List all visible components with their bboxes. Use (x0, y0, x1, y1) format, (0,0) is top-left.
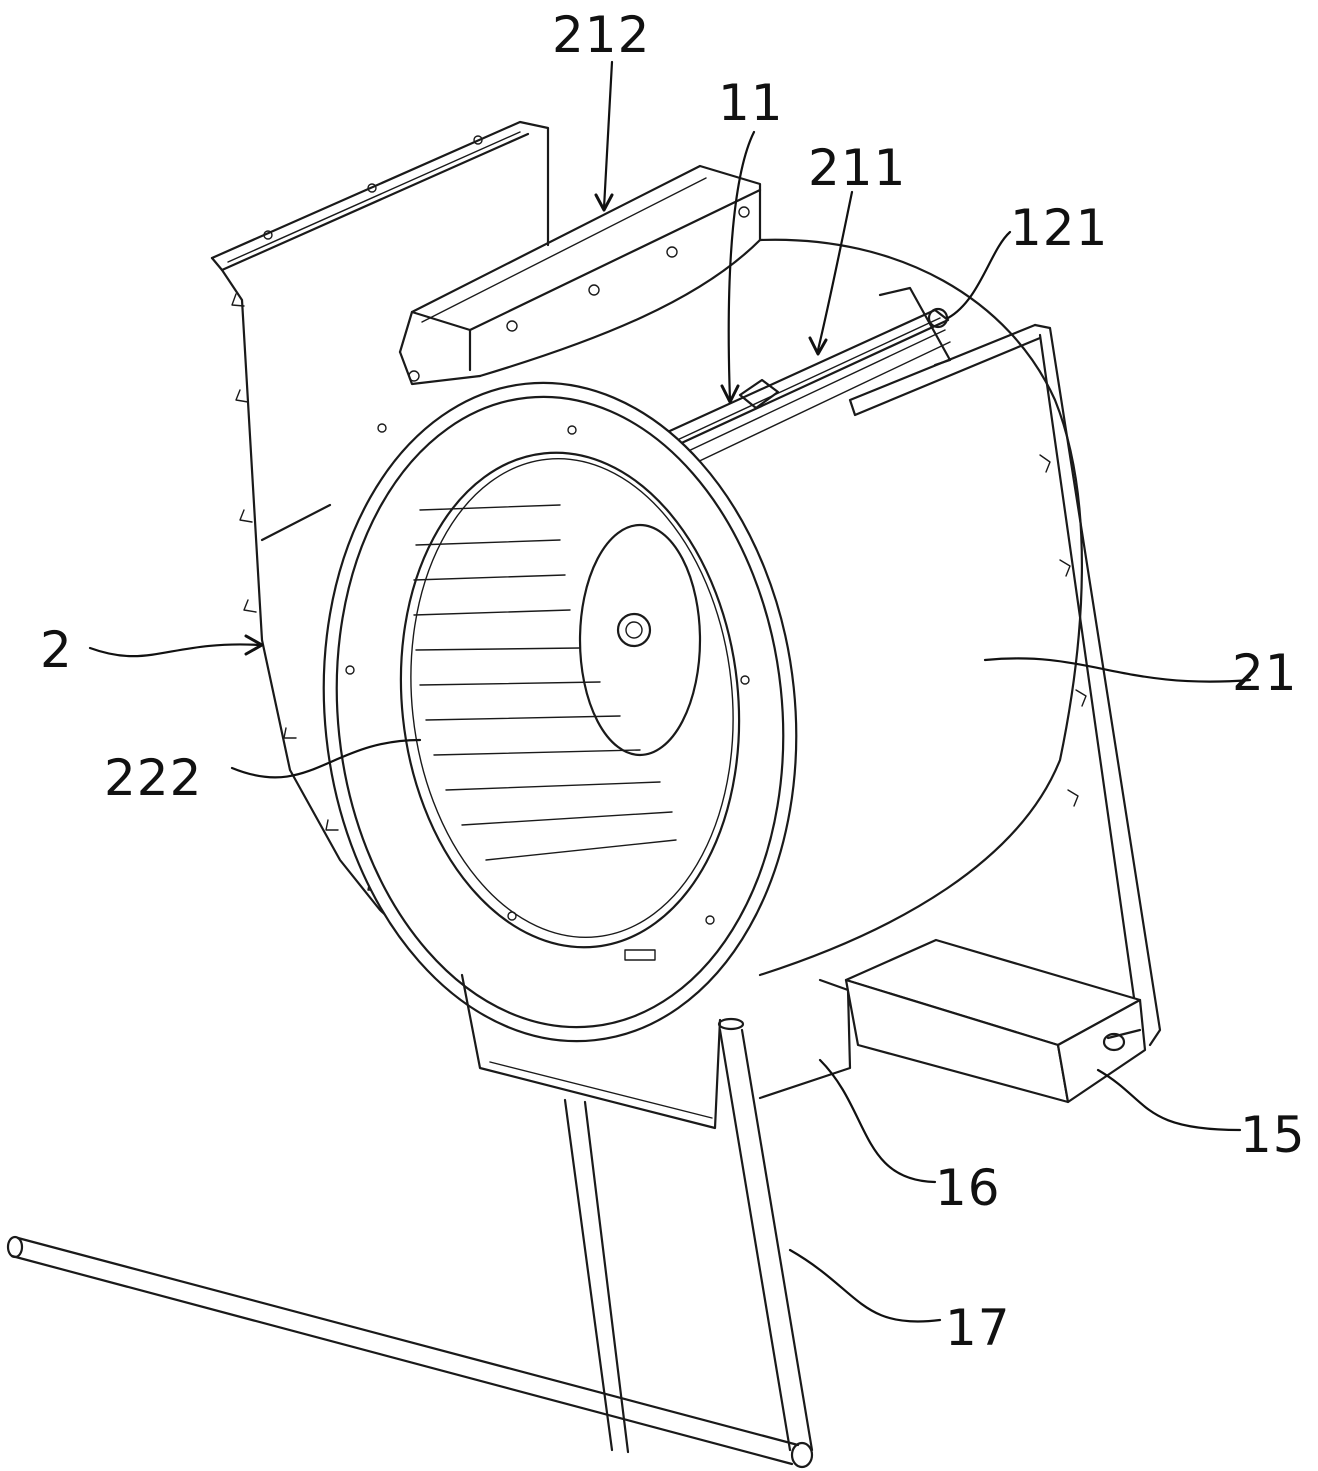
leader-121 (946, 230, 1012, 320)
leader-211 (816, 190, 854, 352)
label-15: 15 (1240, 1106, 1306, 1164)
label-121: 121 (1010, 199, 1108, 257)
impeller (413, 504, 702, 861)
reference-labels: 212 11 211 121 2 21 222 15 16 17 (40, 6, 1306, 1357)
inlet-ring (322, 381, 798, 1043)
leader-16 (818, 1058, 937, 1184)
volute-casing (478, 238, 1087, 977)
leader-11 (727, 130, 756, 402)
top-outlet-bracket (398, 164, 762, 386)
leader-212 (602, 60, 614, 210)
leader-15 (1096, 1068, 1242, 1132)
capacitor-box (844, 938, 1147, 1104)
leader-lines (88, 60, 1252, 1323)
leader-2 (88, 643, 262, 658)
support-frame (848, 323, 1162, 1047)
leader-222 (230, 738, 422, 779)
housing-side-plate (210, 120, 550, 967)
leader-17 (788, 1248, 942, 1323)
label-211: 211 (808, 139, 906, 197)
label-16: 16 (935, 1159, 1001, 1217)
label-2: 2 (40, 621, 73, 679)
lower-box (460, 973, 852, 1130)
label-17: 17 (945, 1299, 1011, 1357)
label-21: 21 (1232, 644, 1298, 702)
leader-21 (983, 657, 1252, 683)
label-11: 11 (718, 74, 784, 132)
label-222: 222 (104, 749, 202, 807)
stand-legs (6, 1017, 814, 1469)
label-212: 212 (552, 6, 650, 64)
